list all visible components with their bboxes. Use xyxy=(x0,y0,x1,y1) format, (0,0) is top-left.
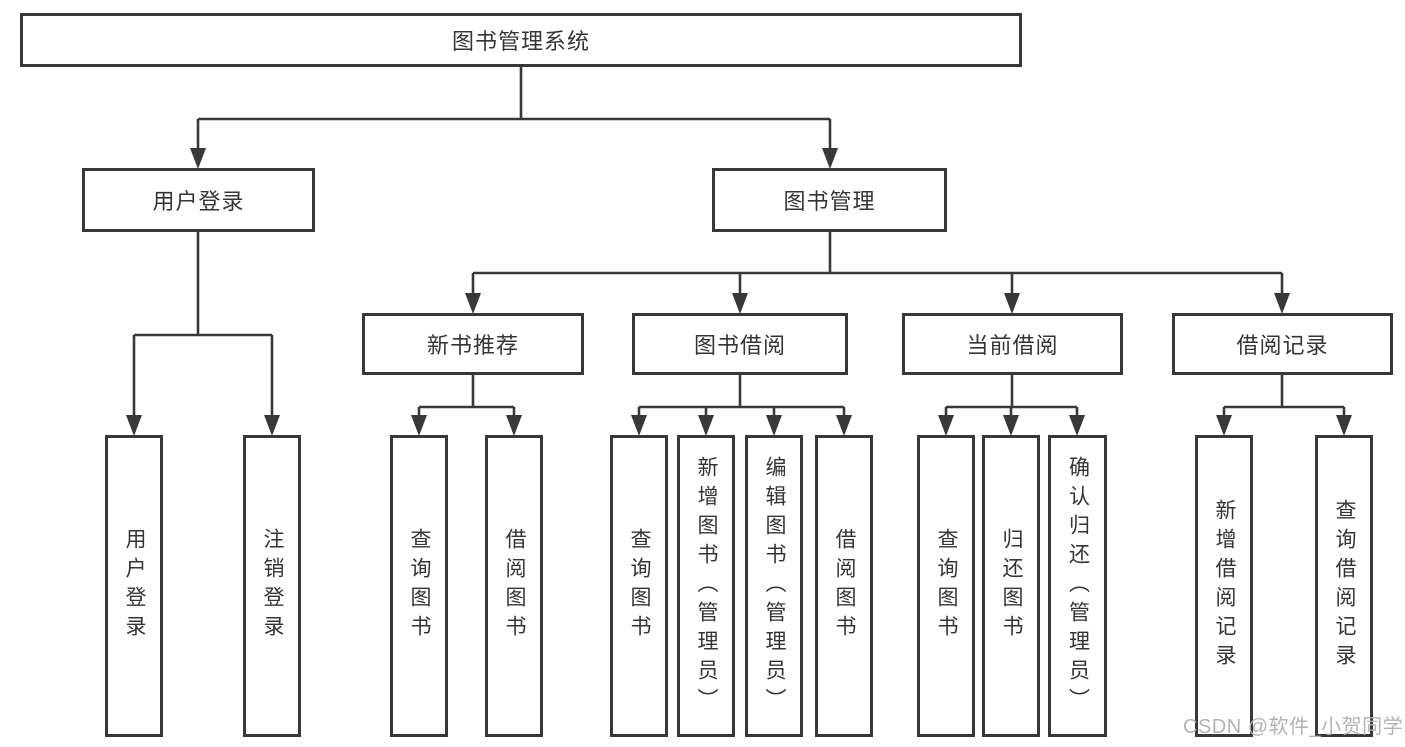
leaf-label: 借阅图书 xyxy=(833,528,856,644)
leaf-label: 查询图书 xyxy=(408,528,431,644)
leaf-label: 编辑图书（管理员） xyxy=(763,455,786,717)
leaf-query-books-recommend: 查询图书 xyxy=(390,435,448,737)
node-label: 图书管理 xyxy=(783,189,876,214)
leaf-query-books-borrowing: 查询图书 xyxy=(610,435,668,737)
node-label: 图书管理系统 xyxy=(451,29,590,54)
leaf-query-borrow-record: 查询借阅记录 xyxy=(1315,435,1373,737)
node-borrow-records: 借阅记录 xyxy=(1172,313,1393,375)
leaf-borrow-books-recommend: 借阅图书 xyxy=(485,435,543,737)
leaf-add-borrow-record: 新增借阅记录 xyxy=(1195,435,1253,737)
node-user-login: 用户登录 xyxy=(82,168,315,232)
node-book-management: 图书管理 xyxy=(712,168,947,232)
leaf-label: 查询图书 xyxy=(628,528,651,644)
leaf-query-books-current: 查询图书 xyxy=(917,435,975,737)
node-label: 新书推荐 xyxy=(426,333,519,358)
leaf-label: 新增借阅记录 xyxy=(1213,499,1236,673)
leaf-confirm-return-admin: 确认归还（管理员） xyxy=(1048,435,1107,737)
node-label: 用户登录 xyxy=(152,189,245,214)
leaf-label: 用户登录 xyxy=(123,528,146,644)
node-new-book-recommend: 新书推荐 xyxy=(362,313,584,375)
node-library-management-system: 图书管理系统 xyxy=(20,13,1022,67)
leaf-add-books-admin: 新增图书（管理员） xyxy=(677,435,735,737)
leaf-return-books: 归还图书 xyxy=(982,435,1040,737)
node-label: 图书借阅 xyxy=(693,333,786,358)
node-label: 借阅记录 xyxy=(1236,333,1329,358)
leaf-label: 注销登录 xyxy=(261,528,284,644)
leaf-user-login: 用户登录 xyxy=(105,435,163,737)
leaf-label: 归还图书 xyxy=(1000,528,1023,644)
leaf-label: 查询图书 xyxy=(935,528,958,644)
leaf-label: 借阅图书 xyxy=(503,528,526,644)
csdn-watermark: CSDN @软件_小贺同学 xyxy=(1183,716,1404,738)
leaf-label: 查询借阅记录 xyxy=(1333,499,1356,673)
node-book-borrowing: 图书借阅 xyxy=(632,313,848,375)
leaf-borrow-books: 借阅图书 xyxy=(815,435,873,737)
leaf-edit-books-admin: 编辑图书（管理员） xyxy=(745,435,803,737)
leaf-label: 新增图书（管理员） xyxy=(695,455,718,717)
leaf-label: 确认归还（管理员） xyxy=(1066,455,1090,717)
leaf-logout: 注销登录 xyxy=(243,435,301,737)
node-current-borrowing: 当前借阅 xyxy=(902,313,1123,375)
node-label: 当前借阅 xyxy=(966,333,1059,358)
